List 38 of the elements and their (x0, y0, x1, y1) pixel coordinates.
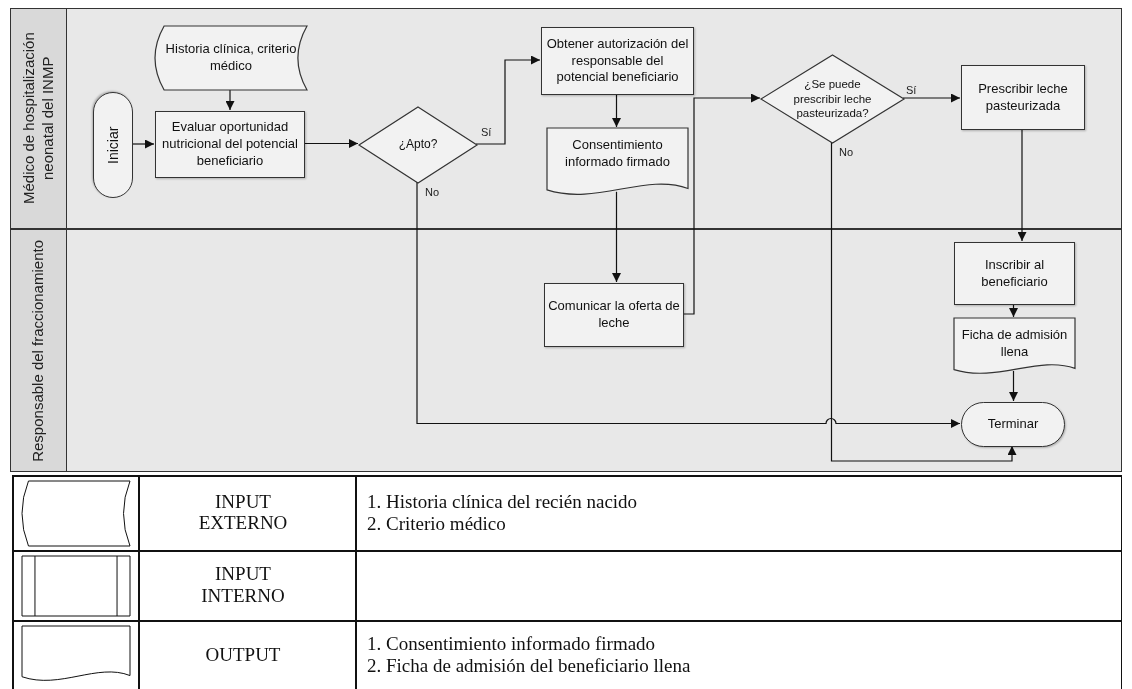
arrow (902, 93, 961, 103)
process-box: Obtener autorización del responsable del potencial beneficiario (541, 27, 694, 95)
decision-diamond: ¿Apto? (359, 107, 477, 183)
edge-label: No (424, 186, 441, 198)
row-label: OUTPUT (204, 643, 282, 666)
list-item: 1. Consentimiento informado firmado (367, 632, 656, 655)
process-box: Inscribir al beneficiario (954, 242, 1075, 305)
arrow (303, 139, 359, 148)
arrow (612, 191, 621, 283)
edge-label: Sí (480, 126, 493, 138)
terminator-shape: Iniciar (93, 92, 133, 198)
lane-title: Médico de hospitalización neonatal del INMP (19, 31, 57, 207)
arrow (131, 139, 155, 149)
list-item: 1. Historia clínica del recién nacido (367, 490, 638, 513)
arrow (1009, 370, 1018, 402)
arrow (416, 181, 961, 428)
arrow (475, 55, 541, 145)
edge-label: Sí (905, 84, 918, 96)
arrow (1017, 128, 1027, 242)
swimlane (10, 229, 1122, 472)
arrow (682, 93, 761, 315)
terminator-shape: Terminar (961, 402, 1065, 447)
process-box: Prescribir leche pasteurizada (961, 65, 1085, 130)
row-label: INPUT INTERNO (200, 563, 286, 607)
arrow (225, 88, 235, 111)
list-item: 2. Criterio médico (367, 512, 506, 535)
process-box: Comunicar la oferta de leche (544, 283, 684, 347)
arrow (1009, 303, 1018, 318)
data-input-shape: Historia clínica, criterio médico (155, 26, 307, 90)
list-item: 2. Ficha de admisión del beneficiario llena (367, 654, 691, 677)
swimlane (10, 8, 1122, 229)
row-label: INPUT EXTERNO (197, 490, 289, 535)
edge-label: No (838, 146, 855, 158)
arrow (612, 93, 621, 128)
decision-diamond: ¿Se puede prescribir leche pasteurizada? (761, 55, 904, 143)
process-box: Evaluar oportunidad nutricional del potencial beneficiario (155, 111, 305, 178)
arrow (830, 141, 1017, 462)
lane-title: Responsable del fraccionamiento (29, 239, 48, 462)
